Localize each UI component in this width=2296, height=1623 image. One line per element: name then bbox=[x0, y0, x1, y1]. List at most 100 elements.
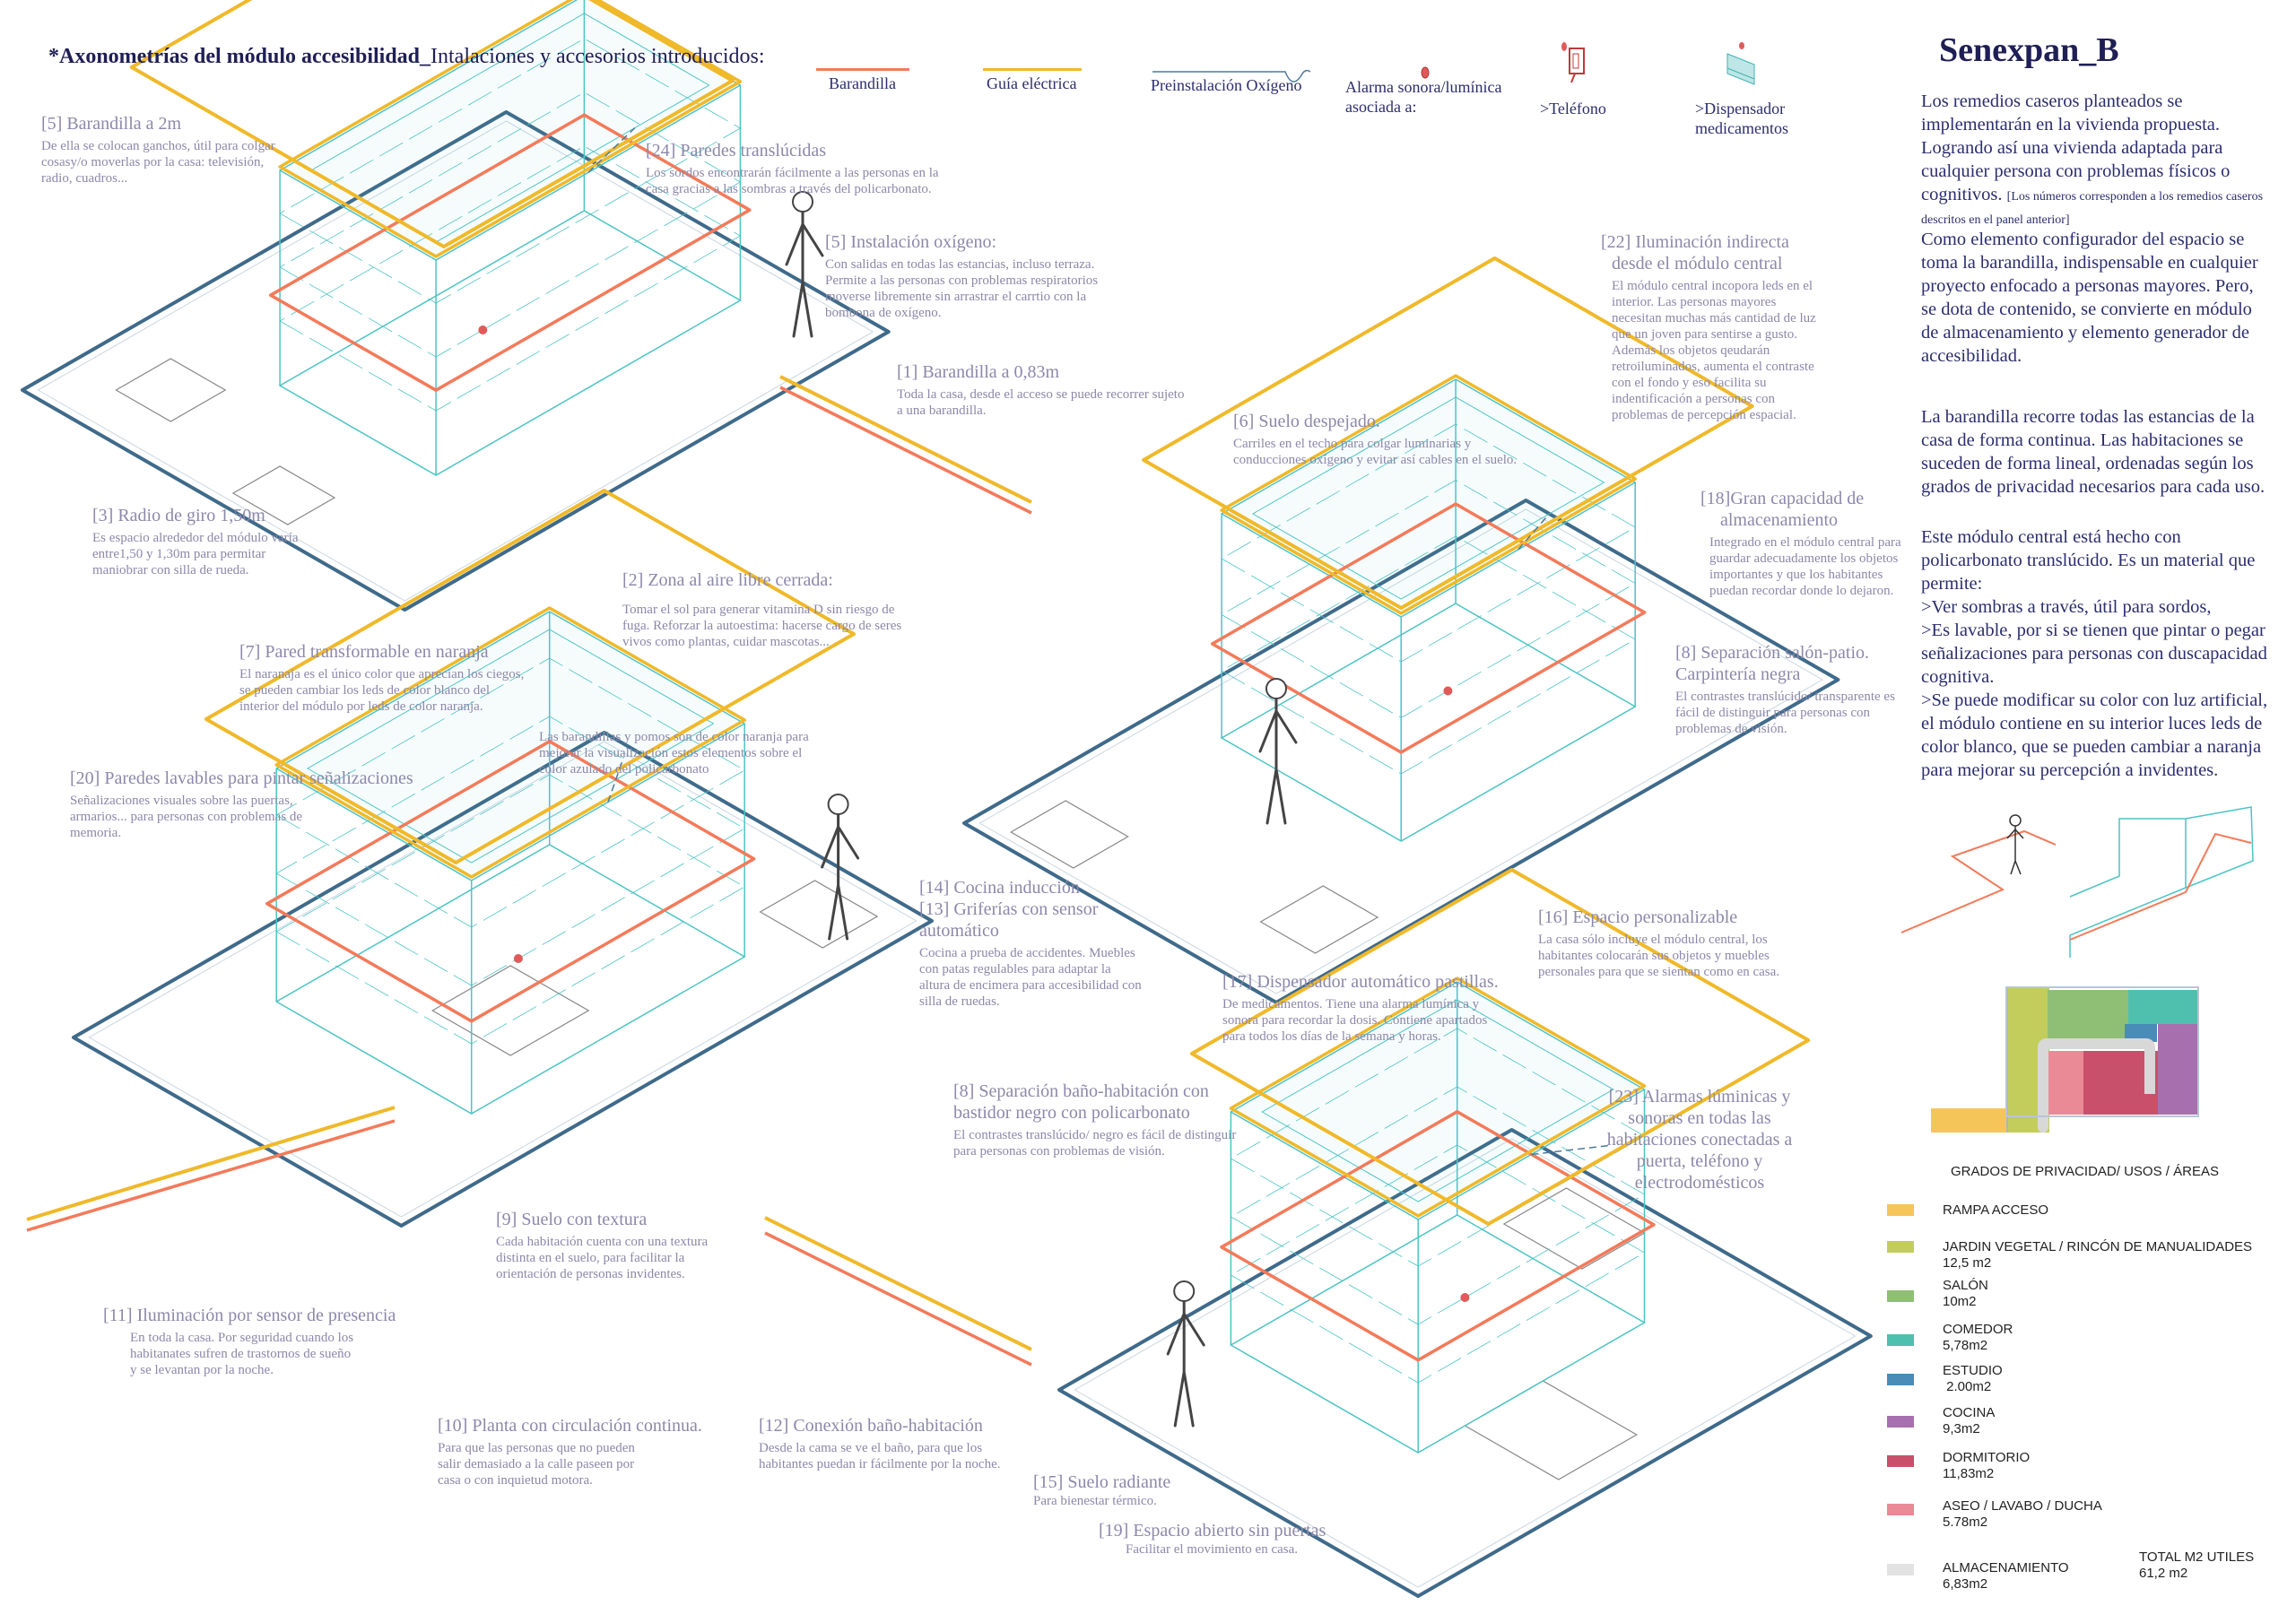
module-shelf-line bbox=[1221, 480, 1637, 718]
guia-electrica-module bbox=[1229, 976, 1647, 1218]
alarm-dot bbox=[513, 954, 523, 963]
poster-title: *Axonometrías del módulo accesibilidad_I… bbox=[48, 45, 765, 68]
module-shelf-line bbox=[1230, 1144, 1646, 1384]
color-floor-plan bbox=[1928, 985, 2206, 1137]
telephone-icon bbox=[1561, 42, 1585, 83]
person-silhouette bbox=[1166, 1300, 1205, 1428]
person-head bbox=[827, 794, 849, 815]
annotation-cocina-griferias: [14] Cocina inducción[13] Griferías con … bbox=[919, 878, 1142, 1009]
furniture-outline bbox=[1502, 1187, 1646, 1270]
floor-inner-line bbox=[1074, 1138, 1857, 1588]
module-shelf-line bbox=[1230, 1086, 1646, 1325]
oxygen-line bbox=[607, 757, 625, 803]
intro-paragraph: Los remedios caseros planteados se imple… bbox=[1921, 91, 2264, 227]
annotation-dispensador-pastillas: [17] Dispensador automático pastillas.De… bbox=[1222, 972, 1499, 1044]
barandilla-rail bbox=[1210, 502, 1647, 754]
guia-electrica-ceiling bbox=[1142, 256, 1754, 610]
annotation-barandillas-naranja: Las barandillas y pomos son de color nar… bbox=[539, 730, 809, 777]
module-inner-top bbox=[306, 629, 715, 864]
annotation-circulacion-continua: [10] Planta con circulación continua.Par… bbox=[438, 1416, 702, 1488]
module-top bbox=[1221, 378, 1636, 618]
annotation-separacion-bano: [8] Separación baño-habitación con basti… bbox=[953, 1081, 1237, 1159]
legend-dispensador: >Dispensador medicamentos bbox=[1695, 100, 1788, 137]
barandilla-legend-line bbox=[816, 68, 909, 71]
guia-legend-line bbox=[983, 68, 1082, 71]
policarbonato-paragraph: Este módulo central está hecho con polic… bbox=[1921, 527, 2268, 780]
annotation-separacion-salon-patio: [8] Separación salón-patio.Carpintería n… bbox=[1675, 643, 1895, 736]
furniture-outline bbox=[231, 465, 336, 525]
module-base bbox=[1229, 1214, 1647, 1454]
module-shelf-line bbox=[279, 38, 742, 304]
furniture-outline bbox=[1009, 800, 1129, 869]
legend-oxigeno: Preinstalación Oxígeno bbox=[1151, 76, 1302, 94]
module-shelf-line bbox=[275, 716, 746, 986]
guia-electrica-module bbox=[278, 0, 743, 258]
module-shelf-line bbox=[279, 145, 742, 412]
furniture-outline bbox=[115, 358, 227, 422]
plan-aseo bbox=[2048, 1051, 2083, 1115]
module-shelf-line bbox=[275, 657, 746, 928]
person-silhouette bbox=[1258, 698, 1298, 825]
annotation-instalacion-oxigeno: [5] Instalación oxígeno:Con salidas en t… bbox=[825, 232, 1099, 320]
oxygen-line-icon bbox=[1152, 69, 1311, 82]
wall-barandilla-line bbox=[26, 1119, 396, 1232]
recorrido-paragraph: La barandilla recorre todas las estancia… bbox=[1921, 407, 2266, 497]
swatch bbox=[1887, 1204, 1914, 1216]
plan-estudio bbox=[2125, 1024, 2157, 1042]
barandilla-rail bbox=[265, 740, 756, 1023]
plan-modulo-almacenamiento-a bbox=[2038, 1038, 2048, 1133]
module-shelf-line bbox=[275, 774, 746, 1045]
floor-outline bbox=[72, 731, 934, 1228]
ramp-guia-line bbox=[764, 1216, 1032, 1351]
module-top bbox=[275, 611, 745, 881]
barandilla-rail bbox=[268, 113, 752, 392]
swatch bbox=[1887, 1374, 1914, 1385]
guia-electrica-ceiling bbox=[1189, 868, 1811, 1226]
ramp-barandilla-line bbox=[779, 386, 1032, 515]
plan-modulo-almacenamiento-b bbox=[2144, 1038, 2155, 1094]
alarm-dot bbox=[1460, 1293, 1470, 1302]
alarm-dot bbox=[478, 325, 488, 334]
person-silhouette bbox=[785, 211, 824, 338]
module-inner-top bbox=[1251, 396, 1605, 600]
module-shelf-line bbox=[279, 91, 742, 358]
alarm-dot-icon bbox=[1421, 66, 1430, 79]
person-silhouette bbox=[821, 813, 860, 941]
mini-module-sketch bbox=[2069, 818, 2187, 958]
annotation-paredes-lavables: [20] Paredes lavables para pintar señali… bbox=[70, 768, 413, 840]
person-head bbox=[1173, 1280, 1196, 1302]
swatch bbox=[1887, 1564, 1914, 1575]
alarm-dot bbox=[1443, 686, 1453, 696]
guia-electrica-ceiling bbox=[129, 0, 735, 248]
guia-electrica-module bbox=[274, 606, 746, 879]
module-base bbox=[274, 844, 746, 1115]
swatch bbox=[1887, 1241, 1914, 1253]
mini-module-barandilla bbox=[2069, 832, 2252, 941]
legend-guia-electrica: Guía eléctrica bbox=[987, 74, 1077, 92]
legend-telefono: >Teléfono bbox=[1540, 100, 1606, 117]
oxygen-line bbox=[1518, 513, 1551, 551]
floor-inner-line bbox=[978, 508, 1824, 994]
oxygen-line bbox=[1531, 1144, 1610, 1156]
annotation-zona-aire-libre: [2] Zona al aire libre cerrada:Tomar el … bbox=[622, 570, 902, 649]
swatch bbox=[1887, 1504, 1914, 1515]
swatch bbox=[1887, 1334, 1914, 1346]
plan-cocina bbox=[2158, 1024, 2198, 1115]
annotation-alarmas: [23] Alarmas lúminicas y sonoras en toda… bbox=[1606, 1087, 1793, 1193]
plan-rampa bbox=[1931, 1108, 2007, 1133]
wall-guia-line bbox=[26, 1106, 396, 1221]
swatch bbox=[1887, 1416, 1914, 1428]
swatch bbox=[1887, 1455, 1914, 1467]
furniture-outline bbox=[1464, 1380, 1639, 1480]
furniture-outline bbox=[1259, 885, 1379, 954]
